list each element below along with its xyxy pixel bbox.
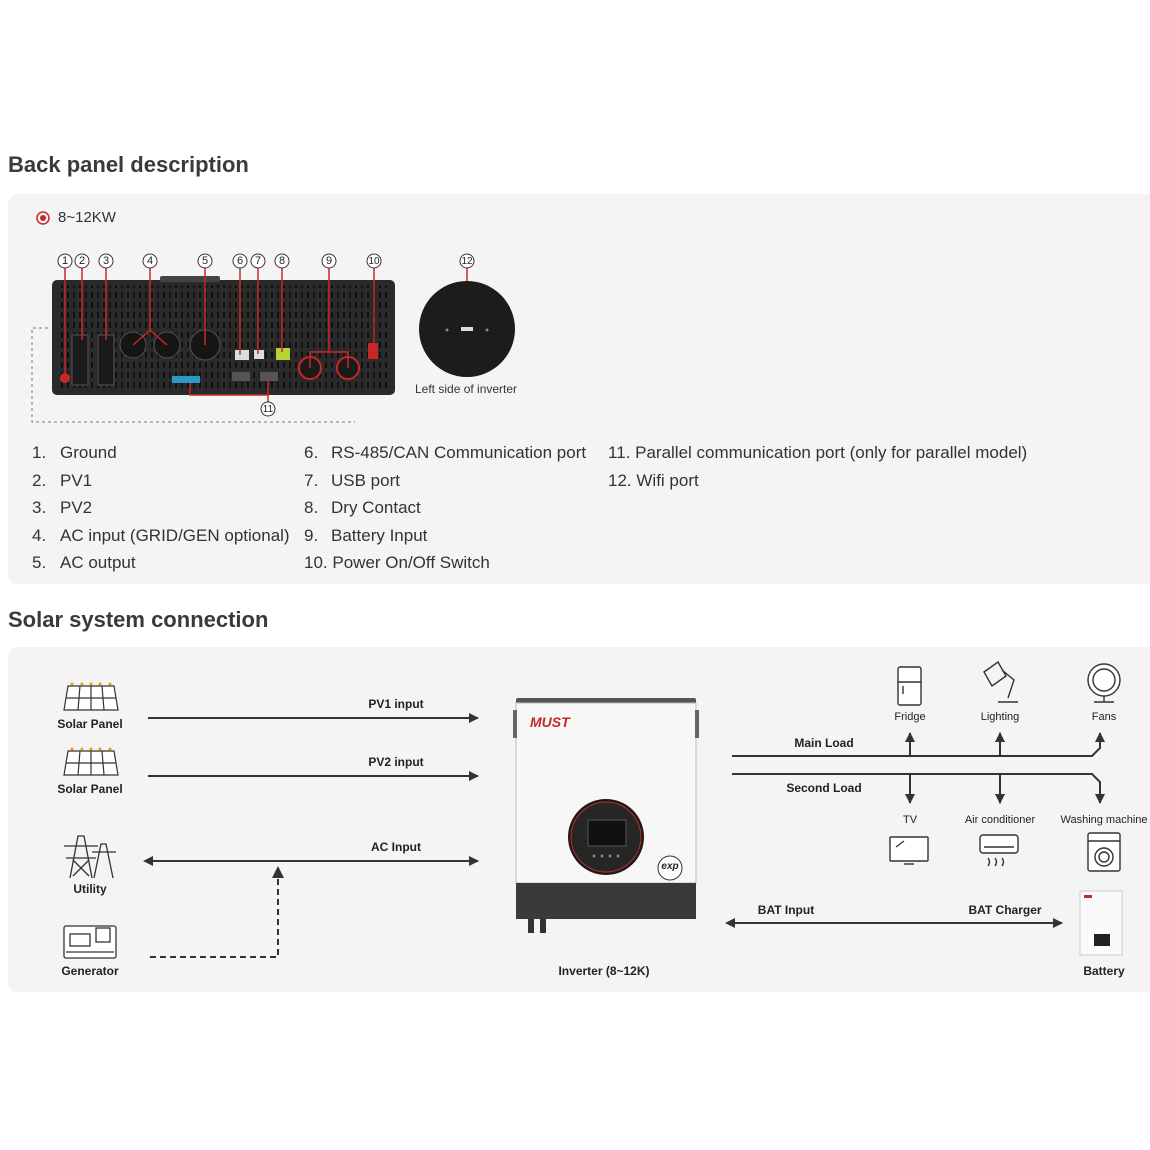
model-label: 8~12KW xyxy=(58,209,116,226)
back-panel-diagram xyxy=(31,253,515,423)
exp-badge: exp xyxy=(661,861,679,872)
legend-item: 8.Dry Contact xyxy=(304,498,421,517)
tv-label: TV xyxy=(902,814,918,826)
ac-input-label: AC Input xyxy=(371,840,421,854)
lighting-label: Lighting xyxy=(980,711,1020,723)
legend-item: 6.RS-485/CAN Communication port xyxy=(304,443,587,462)
air-conditioner-icon xyxy=(979,834,1019,867)
utility-label: Utility xyxy=(73,882,107,896)
air-conditioner-label: Air conditioner xyxy=(964,814,1036,826)
legend-item: 7.USB port xyxy=(304,470,400,490)
back-panel-title: Back panel description xyxy=(8,152,249,177)
solar-diagram xyxy=(63,660,1123,959)
callout-12: 12 xyxy=(461,256,473,267)
callout-6: 6 xyxy=(236,255,244,267)
fridge-label: Fridge xyxy=(894,711,926,723)
main-load-label: Main Load xyxy=(794,736,854,750)
second-load-label: Second Load xyxy=(786,781,862,795)
callout-7: 7 xyxy=(254,255,262,267)
solar-title: Solar system connection xyxy=(8,607,269,632)
tv-icon xyxy=(889,836,929,865)
callout-10: 10 xyxy=(368,256,380,267)
bat-charger-label: BAT Charger xyxy=(968,903,1042,917)
legend-item: 2.PV1 xyxy=(32,470,93,490)
callout-5: 5 xyxy=(201,255,209,267)
solar-panel-icon xyxy=(63,685,119,711)
legend-col-3: 11. Parallel communication port (only fo… xyxy=(608,439,1027,494)
lamp-icon xyxy=(983,660,1018,703)
solar-panel-1-label: Solar Panel xyxy=(57,717,123,731)
legend-item: 11. Parallel communication port (only fo… xyxy=(608,443,1028,462)
inverter-label: Inverter (8~12K) xyxy=(558,964,650,978)
fan-icon xyxy=(1087,663,1121,703)
inverter-front-device xyxy=(513,698,699,933)
pv2-input-label: PV2 input xyxy=(368,755,424,769)
battery-label: Battery xyxy=(1083,964,1125,978)
generator-label: Generator xyxy=(61,964,119,978)
fridge-icon xyxy=(897,666,922,706)
left-side-caption: Left side of inverter xyxy=(415,382,518,396)
pv1-input-label: PV1 input xyxy=(368,697,424,711)
callout-11: 11 xyxy=(262,404,274,415)
solar-panel-icon xyxy=(63,750,119,776)
fans-label: Fans xyxy=(1091,711,1117,723)
battery-icon xyxy=(1079,890,1123,956)
brand-logo: MUST xyxy=(530,714,570,730)
washing-machine-label: Washing machine xyxy=(1060,814,1148,826)
callout-1: 1 xyxy=(61,255,69,267)
legend-item: 10. Power On/Off Switch xyxy=(304,553,490,572)
utility-tower-icon xyxy=(64,835,116,879)
bat-input-label: BAT Input xyxy=(757,903,815,917)
legend-item: 9.Battery Input xyxy=(304,525,428,545)
legend-item: 1.Ground xyxy=(32,443,117,462)
legend-item: 12. Wifi port xyxy=(608,470,699,490)
legend-item: 5.AC output xyxy=(32,553,136,572)
callout-8: 8 xyxy=(278,255,286,267)
generator-icon xyxy=(63,925,117,959)
callout-3: 3 xyxy=(102,255,110,267)
washing-machine-icon xyxy=(1087,832,1121,872)
radio-selected-icon[interactable] xyxy=(36,211,50,225)
solar-panel-2-label: Solar Panel xyxy=(57,782,123,796)
callout-4: 4 xyxy=(146,255,154,267)
legend-col-2: 6.RS-485/CAN Communication port 7.USB po… xyxy=(304,439,586,577)
callout-9: 9 xyxy=(325,255,333,267)
legend-item: 4.AC input (GRID/GEN optional) xyxy=(32,525,290,545)
callout-2: 2 xyxy=(78,255,86,267)
legend-item: 3.PV2 xyxy=(32,498,93,517)
legend-col-1: 1.Ground 2.PV1 3.PV2 4.AC input (GRID/GE… xyxy=(32,439,290,577)
